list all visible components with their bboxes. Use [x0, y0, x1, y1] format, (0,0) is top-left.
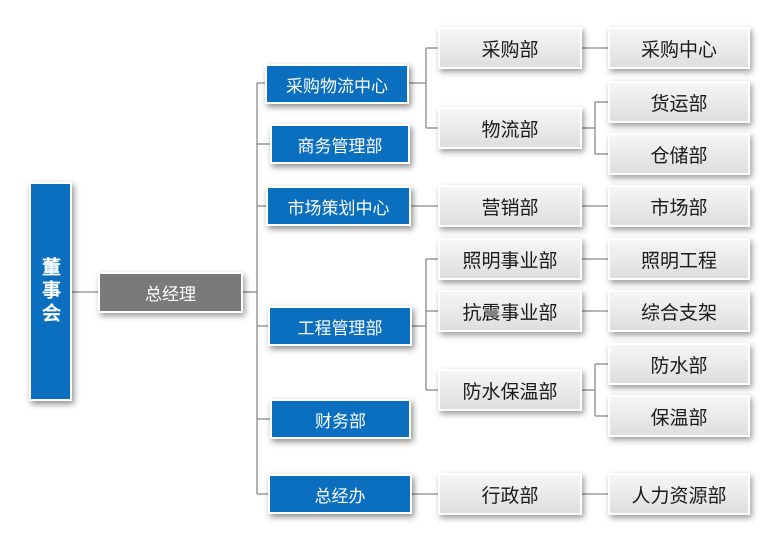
board-node: 董事会	[29, 182, 72, 401]
dept-gm-office: 总经办	[268, 474, 412, 514]
dept-business-management: 商务管理部	[270, 124, 410, 164]
node-support-bracket: 综合支架	[608, 290, 750, 332]
general-manager-node: 总经理	[98, 272, 243, 313]
node-waterproofing: 防水部	[608, 343, 750, 385]
node-lighting-engineering: 照明工程	[608, 238, 750, 280]
node-insulation: 保温部	[608, 395, 750, 437]
node-human-resources: 人力资源部	[608, 473, 750, 515]
node-market: 市场部	[608, 185, 750, 227]
node-freight: 货运部	[608, 81, 750, 123]
dept-engineering-management: 工程管理部	[268, 306, 412, 346]
node-administration: 行政部	[438, 473, 582, 515]
dept-procurement-logistics: 采购物流中心	[265, 64, 409, 104]
node-waterproof-insulation: 防水保温部	[438, 369, 582, 411]
node-purchasing: 采购部	[438, 27, 582, 69]
node-logistics: 物流部	[438, 107, 582, 149]
dept-finance: 财务部	[270, 399, 411, 439]
dept-marketing-planning: 市场策划中心	[266, 186, 411, 226]
node-lighting-division: 照明事业部	[438, 238, 582, 280]
node-sales: 营销部	[438, 185, 582, 227]
node-purchasing-center: 采购中心	[608, 27, 750, 69]
node-seismic-division: 抗震事业部	[438, 290, 582, 332]
node-warehouse: 仓储部	[608, 133, 750, 175]
